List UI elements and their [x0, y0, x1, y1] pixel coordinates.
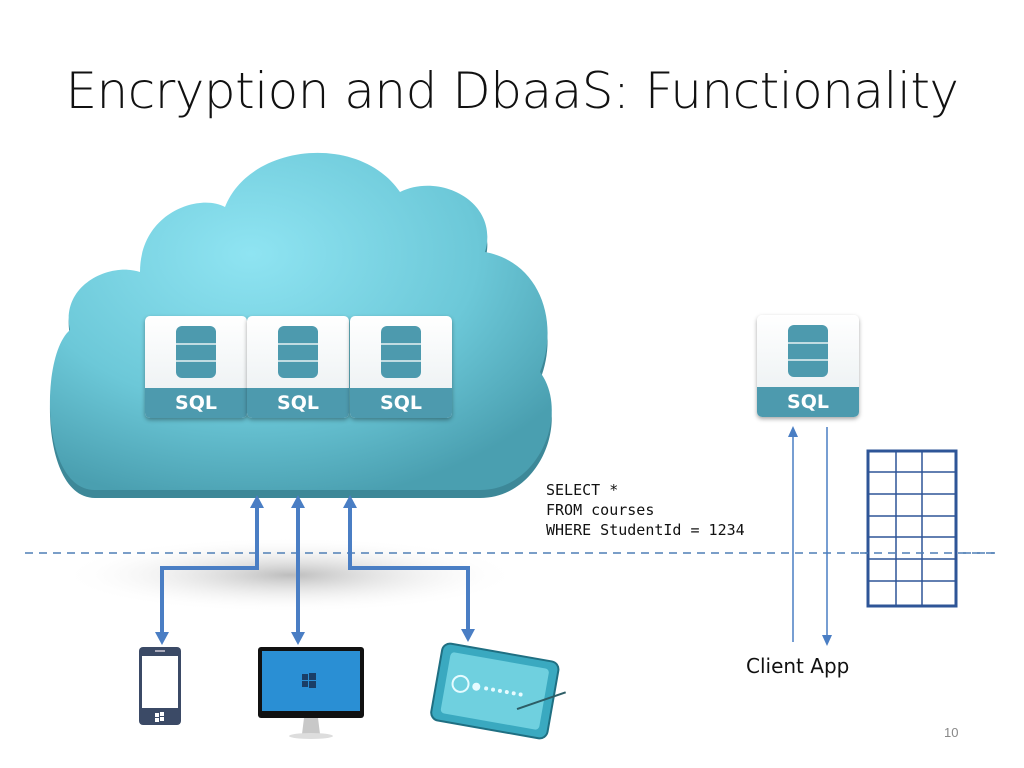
- result-table-icon: [866, 449, 958, 608]
- sql-label: SQL: [350, 388, 452, 418]
- database-icon: [278, 326, 318, 378]
- cloud-shadow: [60, 537, 520, 613]
- cloud-sql-database: SQL: [145, 316, 247, 418]
- database-icon: [176, 326, 216, 378]
- phone-connector: [160, 505, 259, 635]
- arrow-head: [250, 495, 264, 508]
- tablet-connector: [348, 505, 470, 632]
- sql-label: SQL: [757, 387, 859, 417]
- arrow-head: [461, 629, 475, 642]
- phone-icon: [139, 647, 181, 725]
- database-icon: [788, 325, 828, 377]
- database-icon: [381, 326, 421, 378]
- client-app-label: Client App: [746, 654, 850, 678]
- arrow-head: [291, 632, 305, 645]
- cloud-sql-database: SQL: [350, 316, 452, 418]
- client-sql-database: SQL: [757, 315, 859, 417]
- query-line: SELECT *: [546, 481, 619, 499]
- arrow-head: [291, 495, 305, 508]
- cloud-sql-database: SQL: [247, 316, 349, 418]
- query-line: FROM courses: [546, 501, 655, 519]
- tablet-icon: [430, 642, 566, 740]
- query-arrow-head: [788, 426, 798, 437]
- monitor-icon: [258, 647, 364, 739]
- sql-label: SQL: [145, 388, 247, 418]
- result-arrow-head: [822, 635, 832, 646]
- arrow-head: [155, 632, 169, 645]
- arrow-head: [343, 495, 357, 508]
- slide-title: Encryption and DbaaS: Functionality: [65, 62, 959, 120]
- sql-label: SQL: [247, 388, 349, 418]
- page-number: 10: [944, 725, 959, 740]
- query-line: WHERE StudentId = 1234: [546, 521, 745, 539]
